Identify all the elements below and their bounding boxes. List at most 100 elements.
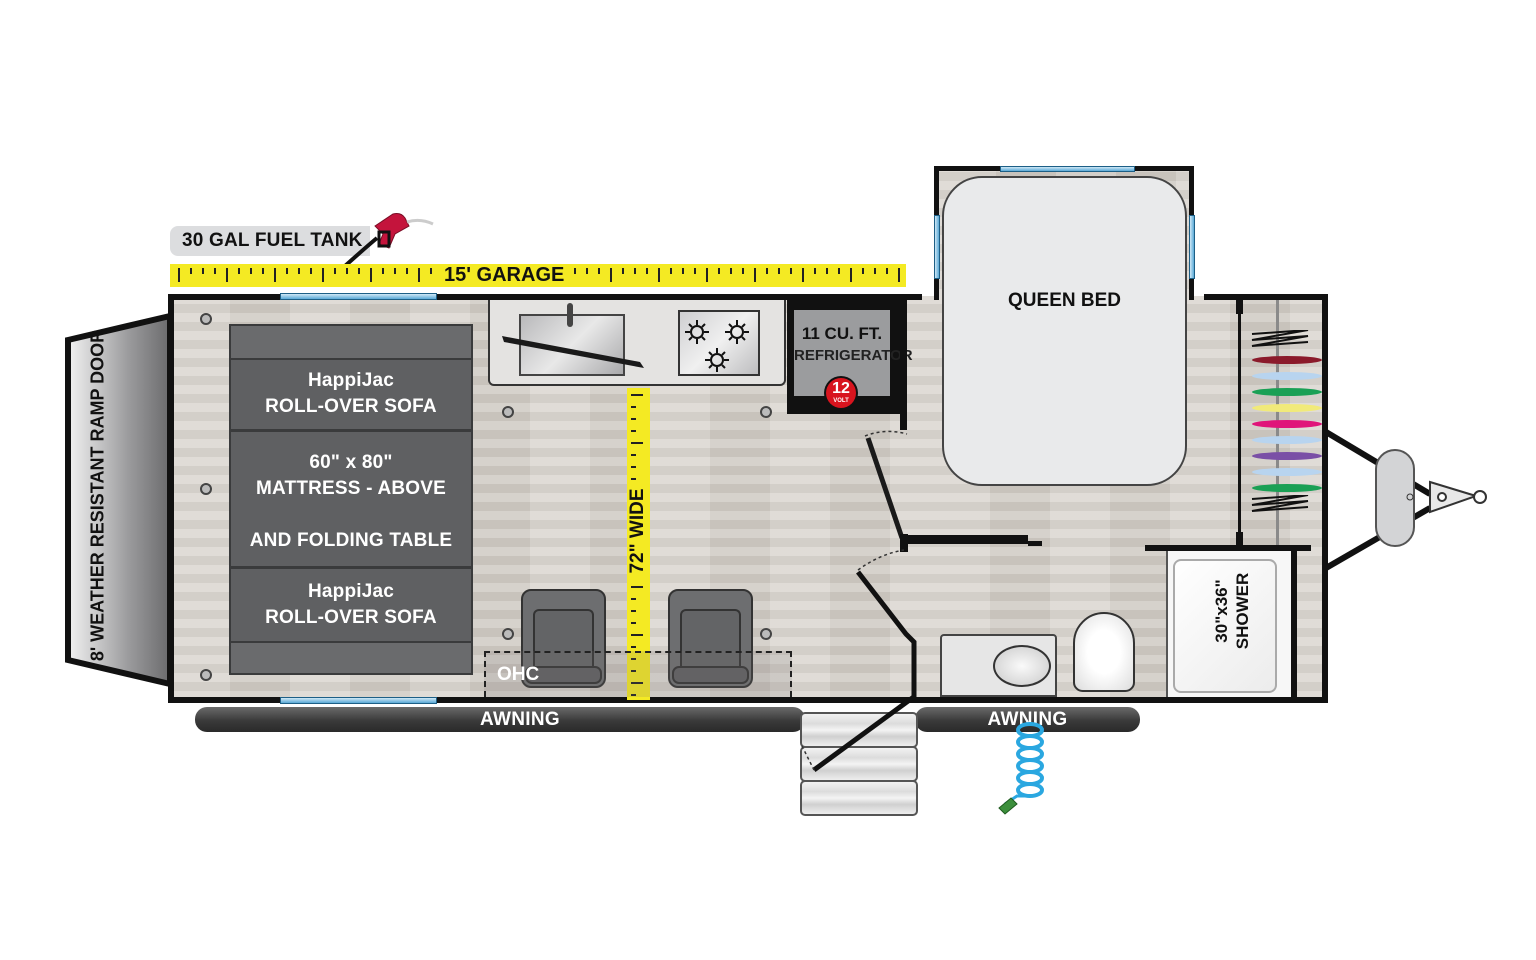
refrigerator-line1: 11 CU. FT. — [801, 324, 883, 343]
tape-tick — [202, 268, 204, 274]
sofa-bottom-line1: HappiJac — [307, 581, 395, 602]
toilet-icon — [1073, 612, 1135, 692]
shower-wall-right — [1291, 545, 1297, 700]
tape-tick — [631, 466, 636, 468]
tape-tick — [778, 268, 780, 274]
window-slide-right — [1189, 215, 1195, 279]
tape-tick — [406, 268, 408, 274]
hanger-icon — [1252, 484, 1322, 492]
ramp-door — [65, 312, 173, 688]
overhead-cabinet-outline — [484, 651, 792, 697]
tape-tick — [631, 670, 636, 672]
tie-down-icon — [502, 628, 514, 640]
mattress-spacer — [231, 502, 471, 528]
entry-door-swing[interactable] — [800, 690, 930, 780]
tape-tick — [730, 268, 732, 274]
width-tape — [627, 388, 650, 700]
tape-tick — [826, 268, 828, 274]
hanger-icon — [1252, 420, 1322, 428]
tape-tick — [631, 646, 636, 648]
tape-tick — [310, 268, 312, 274]
tape-tick — [430, 268, 432, 274]
tape-tick — [754, 268, 756, 282]
tape-tick — [286, 268, 288, 274]
shower-line1: 30"x36" — [1212, 579, 1231, 643]
sofa-top-line2: ROLL-OVER SOFA — [265, 396, 437, 417]
tape-tick — [631, 586, 643, 588]
tape-tick — [682, 268, 684, 274]
mattress-line3: AND FOLDING TABLE — [249, 530, 453, 551]
tape-tick — [394, 268, 396, 274]
shower-line2: SHOWER — [1233, 572, 1252, 650]
tape-tick — [631, 682, 643, 684]
tape-tick — [190, 268, 192, 274]
tape-tick — [886, 268, 888, 274]
hanger-icon — [1252, 356, 1322, 364]
wardrobe-wall — [1238, 300, 1241, 546]
hanger-icon — [1252, 452, 1322, 460]
bathroom-sink-icon — [993, 645, 1051, 687]
awning-right-label: AWNING — [987, 709, 1068, 730]
tape-tick — [298, 268, 300, 274]
wall-top-right — [1204, 294, 1328, 300]
faucet-icon — [567, 303, 573, 327]
interior-walls — [856, 430, 1042, 700]
tape-tick — [631, 658, 636, 660]
cooktop — [678, 310, 760, 376]
sofa-bottom: HappiJac ROLL-OVER SOFA — [229, 567, 473, 643]
wardrobe-wall-stub-bottom — [1236, 532, 1243, 546]
wall-top-left — [168, 294, 922, 300]
tape-tick — [178, 268, 180, 282]
tape-tick — [226, 268, 228, 282]
tape-tick — [346, 268, 348, 274]
fuel-tank-label: 30 GAL FUEL TANK — [182, 230, 363, 251]
shower-label: 30"x36" SHOWER — [1211, 544, 1253, 678]
window-bottom-garage — [280, 697, 437, 704]
tie-down-icon — [760, 628, 772, 640]
tape-tick — [262, 268, 264, 274]
garage-length-tape: 15' GARAGE — [170, 264, 906, 287]
tape-tick — [631, 478, 636, 480]
wall-left — [168, 294, 174, 703]
awning-right: AWNING — [915, 707, 1140, 732]
tape-tick — [358, 268, 360, 274]
badge-number: 12 — [832, 380, 850, 397]
garage-length-label: 15' GARAGE — [436, 264, 573, 287]
sofa-bottom-line2: ROLL-OVER SOFA — [265, 607, 437, 628]
tape-tick — [802, 268, 804, 282]
fridge-side-wall — [900, 300, 907, 430]
tape-tick — [670, 268, 672, 274]
fuel-nozzle-icon — [343, 213, 434, 268]
tape-tick — [631, 454, 636, 456]
hanger-icon — [1252, 388, 1322, 396]
refrigerator-line2: REFRIGERATOR — [794, 347, 913, 364]
tie-down-icon — [200, 483, 212, 495]
bathroom-wall — [1145, 545, 1311, 551]
tape-tick — [334, 268, 336, 274]
tie-down-icon — [760, 406, 772, 418]
tongue-hitch — [1326, 429, 1487, 571]
tape-tick — [658, 268, 660, 282]
badge-unit: VOLT — [833, 398, 849, 404]
tape-tick — [631, 634, 643, 636]
hanger-icon — [1252, 404, 1322, 412]
wardrobe-wall-stub-top — [1236, 300, 1243, 314]
entry-step-3[interactable] — [800, 780, 918, 816]
tape-tick — [862, 268, 864, 274]
queen-bed-label: QUEEN BED — [1008, 290, 1121, 311]
tape-tick — [598, 268, 600, 274]
queen-bed: QUEEN BED — [942, 176, 1187, 486]
12-volt-badge-icon: 12 VOLT — [826, 378, 856, 408]
tape-tick — [874, 268, 876, 274]
tape-tick — [214, 268, 216, 274]
wall-bottom — [168, 697, 1328, 703]
chair-left — [521, 589, 606, 688]
tape-tick — [238, 268, 240, 274]
tape-tick — [586, 268, 588, 274]
sofa-top-back-cushion — [229, 324, 473, 360]
hanger-zigzag-icon — [1251, 495, 1309, 512]
tape-tick — [631, 610, 636, 612]
tape-tick — [646, 268, 648, 274]
hanger-icon — [1252, 468, 1322, 476]
window-top-garage — [280, 293, 437, 300]
